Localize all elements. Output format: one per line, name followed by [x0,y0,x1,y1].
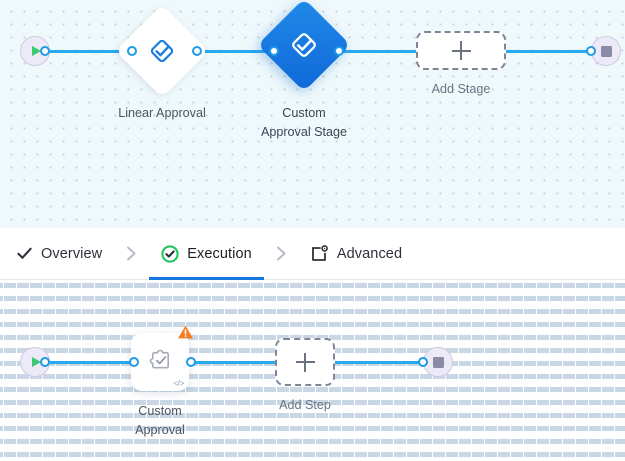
plus-icon [451,41,471,60]
stage-node-label-linear-approval: Linear Approval [118,106,206,120]
check-icon [16,245,33,262]
play-icon [31,357,41,367]
edge-start-to-custom-approval [44,361,134,364]
approval-diamond-icon [148,37,176,65]
stage-node-linear-approval[interactable] [115,4,209,98]
tab-execution-label: Execution [187,245,252,262]
edge-start-to-linear [44,50,132,53]
chevron-right-icon [126,246,137,261]
edge-add-to-end [504,50,588,53]
add-stage-button[interactable] [416,31,506,70]
stage-end-node[interactable] [591,36,621,66]
custom-approval-icon [147,346,174,378]
add-stage-label: Add Stage [431,82,491,96]
check-circle-icon [161,244,179,263]
stage-node-custom-approval[interactable] [257,0,351,92]
edge-custom-to-add [338,50,418,53]
tabbar: Overview Execution Advanced [0,228,625,280]
step-custom-approval-output-port[interactable] [186,357,196,367]
step-start-node[interactable] [20,347,50,377]
play-icon [31,46,41,56]
tab-overview-label: Overview [41,245,103,262]
stage-custom-input-port[interactable] [269,46,279,56]
step-canvas[interactable]: </> Custom Approval Add Step [0,280,625,461]
stage-end-input-port[interactable] [586,46,596,56]
tab-execution[interactable]: Execution [149,228,264,280]
step-end-input-port[interactable] [418,357,428,367]
tab-advanced[interactable]: Advanced [309,228,404,280]
window-gear-icon [311,244,329,263]
step-start-output-port[interactable] [40,357,50,367]
stage-linear-input-port[interactable] [127,46,137,56]
chevron-right-icon [276,246,287,261]
code-badge-icon[interactable]: </> [173,378,184,388]
stage-linear-output-port[interactable] [192,46,202,56]
tab-overview[interactable]: Overview [14,228,104,280]
step-custom-approval-input-port[interactable] [129,357,139,367]
edge-add-to-end [334,361,420,364]
add-step-button[interactable] [275,338,335,386]
add-step-label: Add Step [279,398,331,412]
plus-icon [295,352,315,372]
stage-custom-output-port[interactable] [334,46,344,56]
stage-node-label-custom-approval: Custom Approval Stage [260,106,348,139]
step-node-label-custom-approval: Custom Approval [135,404,185,437]
stage-canvas[interactable]: Linear Approval Custom Approval Stage Ad… [0,0,625,228]
edge-linear-to-custom [196,50,276,53]
approval-diamond-icon [289,30,319,60]
step-node-custom-approval[interactable]: </> [131,325,193,391]
tab-advanced-label: Advanced [336,245,403,262]
stop-square-icon [432,356,444,368]
warning-triangle-icon[interactable] [177,324,194,345]
edge-custom-approval-to-add [190,361,278,364]
stop-square-icon [600,45,612,57]
stage-start-output-port[interactable] [40,46,50,56]
